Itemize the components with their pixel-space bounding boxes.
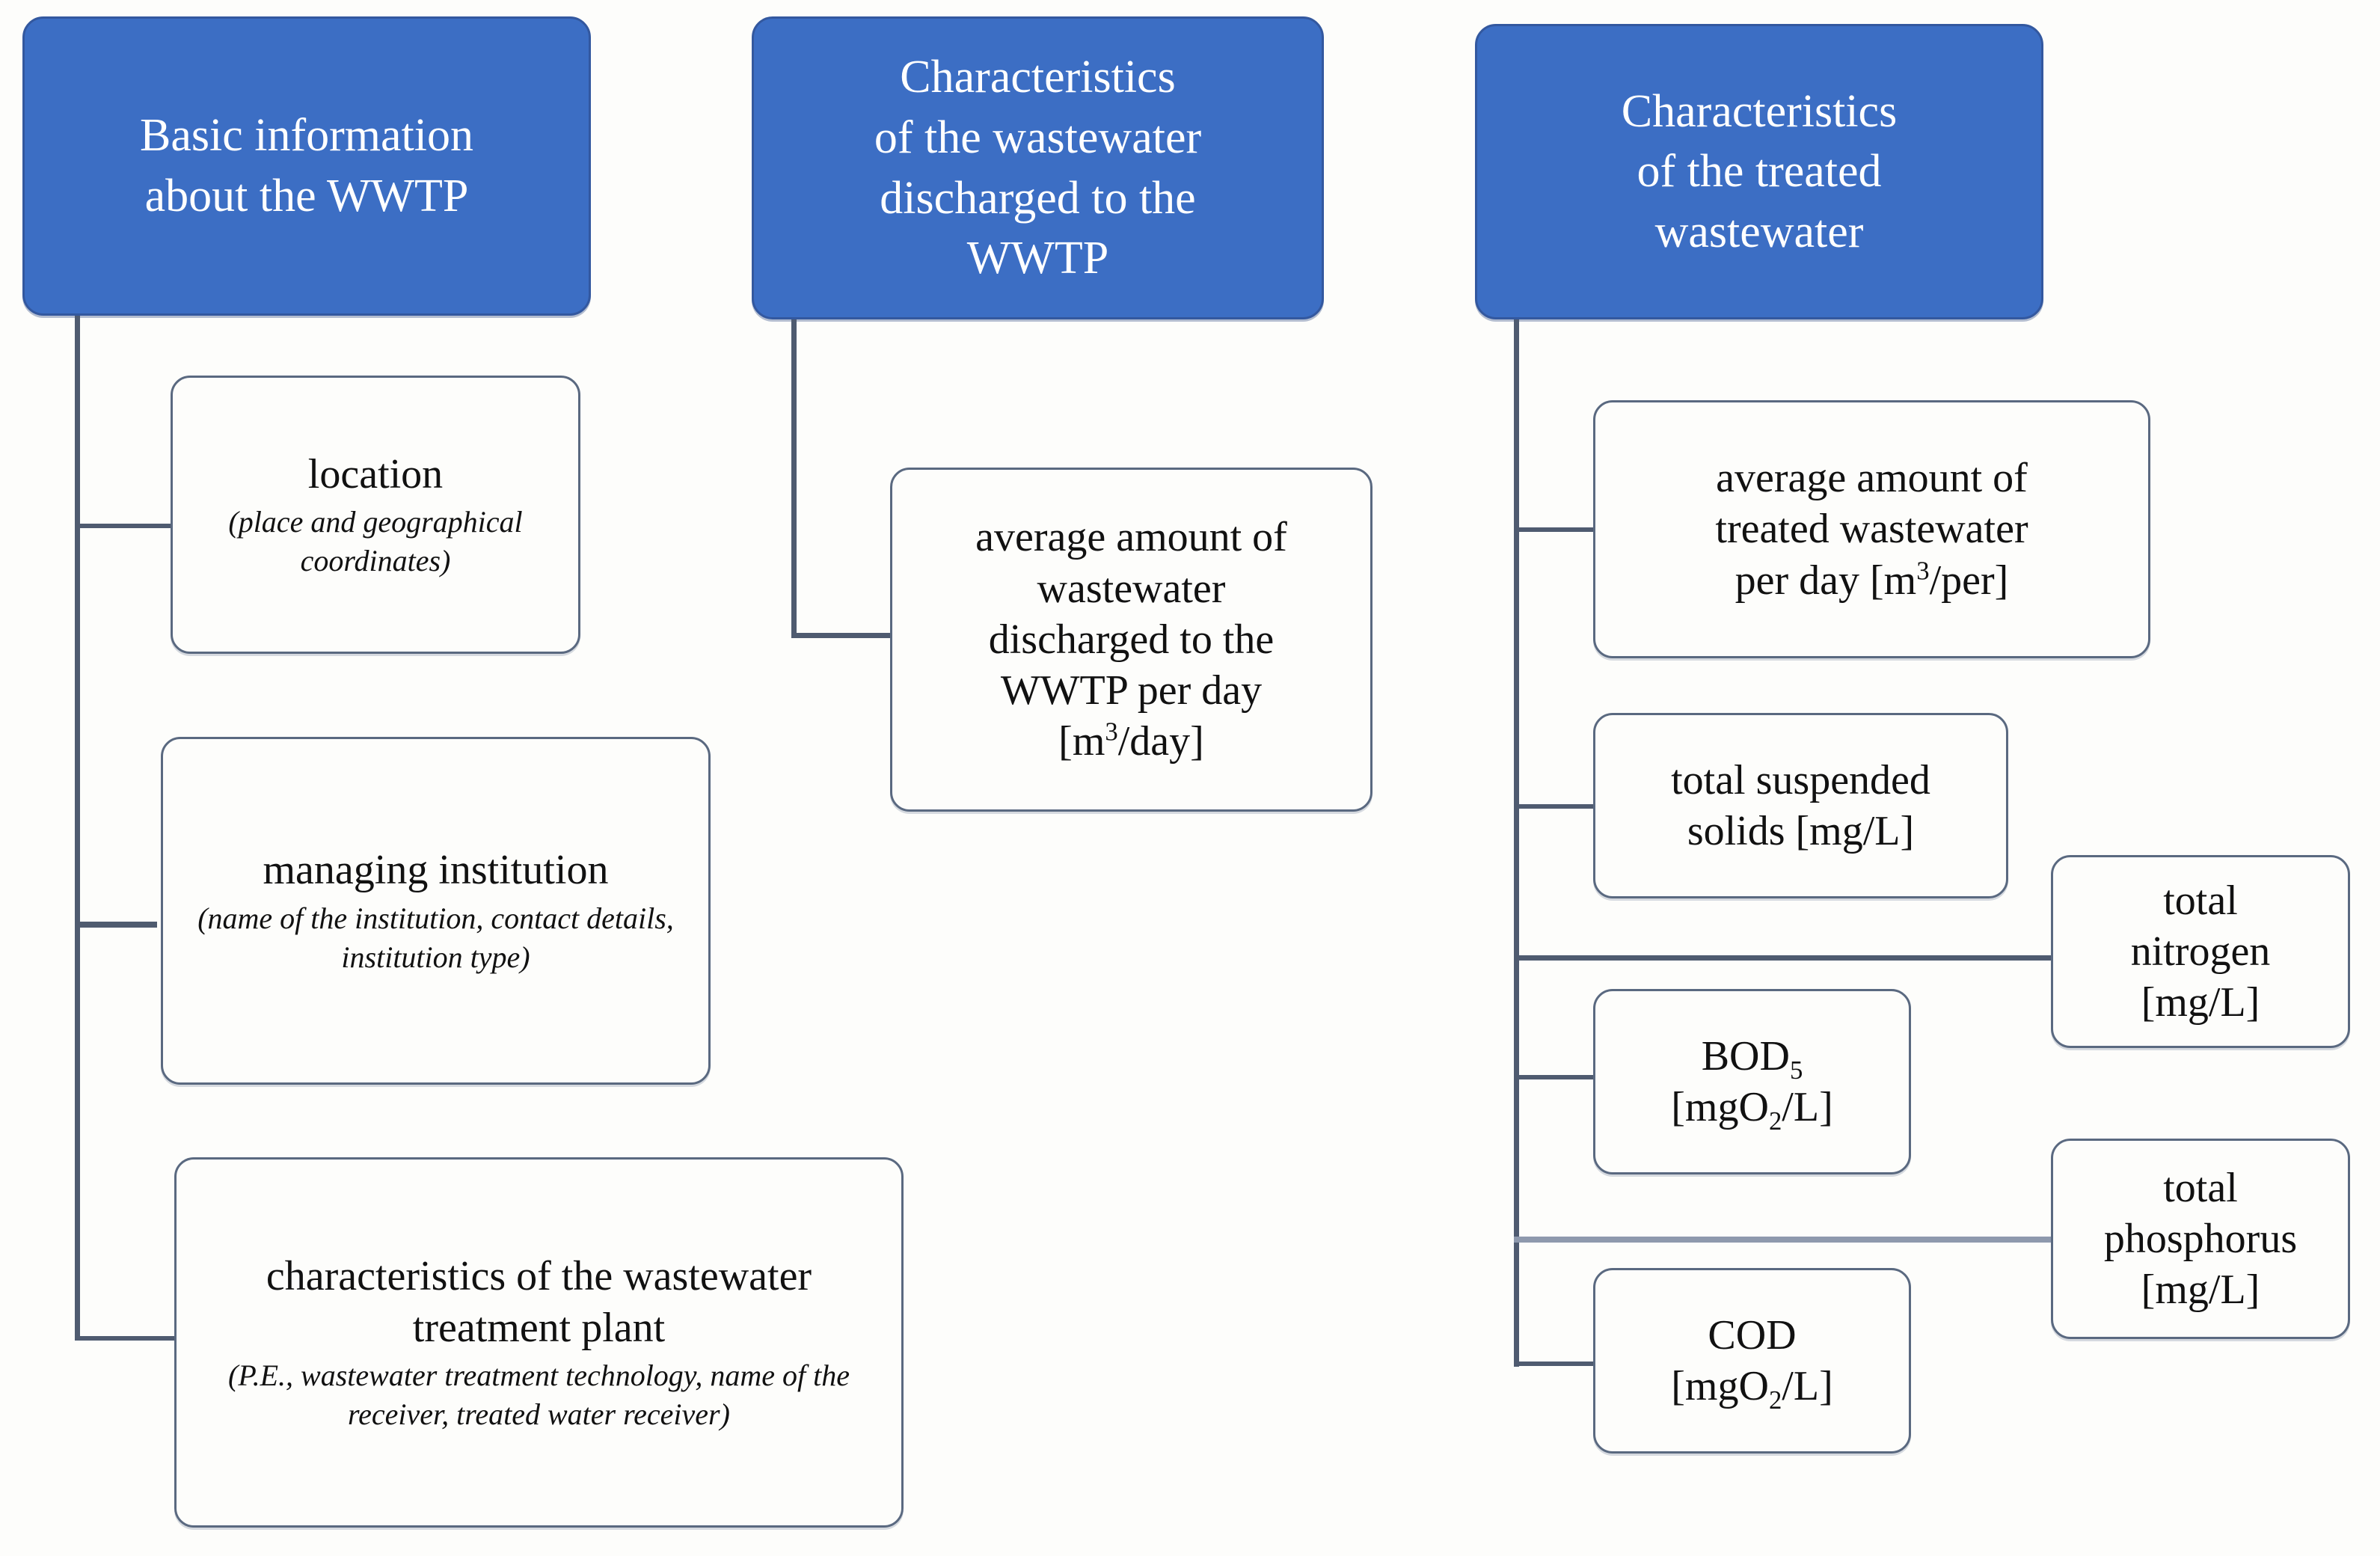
connector-branch-cod bbox=[1514, 1362, 1596, 1366]
node-wwtp-characteristics-title: characteristics of the wastewater treatm… bbox=[266, 1253, 812, 1351]
connector-branch-bod5 bbox=[1514, 1075, 1596, 1079]
connector-trunk-col2 bbox=[791, 319, 797, 637]
connector-trunk-col3 bbox=[1514, 319, 1519, 1367]
header-influent-line1: Characteristics bbox=[900, 52, 1176, 103]
header-effluent-line2: of the treated bbox=[1637, 146, 1882, 197]
node-total-phosphorus-line2: phosphorus bbox=[2103, 1215, 2298, 1262]
header-basic-information[interactable]: Basic information about the WWTP bbox=[22, 16, 591, 316]
header-basic-information-line2: about the WWTP bbox=[144, 171, 469, 221]
connector-branch-total-phosphorus bbox=[1514, 1237, 2056, 1243]
connector-branch-wwtp bbox=[75, 1336, 176, 1341]
node-total-suspended-solids[interactable]: total suspended solids [mg/L] bbox=[1593, 713, 2008, 898]
node-total-nitrogen-line3: [mg/L] bbox=[2141, 979, 2260, 1026]
header-effluent-line3: wastewater bbox=[1654, 206, 1864, 257]
node-influent-volume-line4: WWTP per day bbox=[1000, 667, 1263, 714]
connector-branch-total-nitrogen bbox=[1514, 955, 2056, 961]
header-effluent-line1: Characteristics bbox=[1621, 85, 1898, 137]
node-managing-institution[interactable]: managing institution (name of the instit… bbox=[161, 737, 711, 1085]
node-cod-unit: [mgO2/L] bbox=[1671, 1363, 1833, 1415]
node-managing-institution-title: managing institution bbox=[263, 847, 609, 894]
node-bod5-unit: [mgO2/L] bbox=[1671, 1084, 1833, 1136]
node-total-phosphorus[interactable]: total phosphorus [mg/L] bbox=[2051, 1139, 2350, 1339]
node-tss-line2: solids [mg/L] bbox=[1687, 808, 1915, 854]
node-total-nitrogen-line2: nitrogen bbox=[2130, 928, 2271, 975]
header-effluent-characteristics[interactable]: Characteristics of the treated wastewate… bbox=[1475, 24, 2043, 319]
node-total-nitrogen-line1: total bbox=[2163, 877, 2238, 924]
node-influent-volume-line1: average amount of bbox=[975, 514, 1287, 561]
node-effluent-volume[interactable]: average amount of treated wastewater per… bbox=[1593, 400, 2150, 658]
node-effluent-volume-line2: treated wastewater bbox=[1715, 506, 2028, 553]
connector-branch-location bbox=[75, 524, 172, 528]
node-wwtp-characteristics[interactable]: characteristics of the wastewater treatm… bbox=[174, 1157, 904, 1528]
connector-branch-institution bbox=[75, 922, 157, 928]
node-influent-volume-line2: wastewater bbox=[1037, 565, 1226, 612]
connector-trunk-col1 bbox=[75, 316, 80, 1341]
node-cod-line1: COD bbox=[1708, 1311, 1797, 1359]
node-influent-volume[interactable]: average amount of wastewater discharged … bbox=[890, 468, 1373, 812]
header-influent-characteristics[interactable]: Characteristics of the wastewater discha… bbox=[752, 16, 1324, 319]
node-influent-volume-line3: discharged to the bbox=[988, 616, 1275, 663]
header-influent-line3: discharged to the bbox=[880, 172, 1196, 224]
header-basic-information-line1: Basic information bbox=[140, 110, 473, 162]
node-total-phosphorus-line1: total bbox=[2163, 1164, 2238, 1211]
header-influent-line4: WWTP bbox=[966, 233, 1109, 284]
connector-branch-tss bbox=[1514, 804, 1596, 809]
node-wwtp-characteristics-subtitle: (P.E., wastewater treatment technology, … bbox=[228, 1358, 850, 1431]
node-managing-institution-subtitle: (name of the institution, contact detail… bbox=[197, 901, 674, 974]
node-bod5-line1: BOD5 bbox=[1701, 1032, 1803, 1085]
node-location[interactable]: location (place and geographical coordin… bbox=[171, 376, 580, 654]
node-effluent-volume-line1: average amount of bbox=[1716, 455, 2028, 502]
header-influent-line2: of the wastewater bbox=[874, 111, 1202, 163]
connector-branch-influent-volume bbox=[791, 633, 892, 638]
node-bod5[interactable]: BOD5 [mgO2/L] bbox=[1593, 989, 1911, 1174]
node-total-phosphorus-line3: [mg/L] bbox=[2141, 1266, 2260, 1314]
node-influent-volume-unit: [m3/day] bbox=[1058, 717, 1204, 765]
node-location-subtitle: (place and geographical coordinates) bbox=[228, 505, 523, 578]
node-effluent-volume-unit: per day [m3/per] bbox=[1735, 556, 2009, 604]
node-total-nitrogen[interactable]: total nitrogen [mg/L] bbox=[2051, 855, 2350, 1048]
node-tss-line1: total suspended bbox=[1671, 756, 1930, 803]
node-location-title: location bbox=[307, 450, 444, 497]
node-cod[interactable]: COD [mgO2/L] bbox=[1593, 1268, 1911, 1454]
connector-branch-effluent-volume bbox=[1514, 527, 1596, 532]
